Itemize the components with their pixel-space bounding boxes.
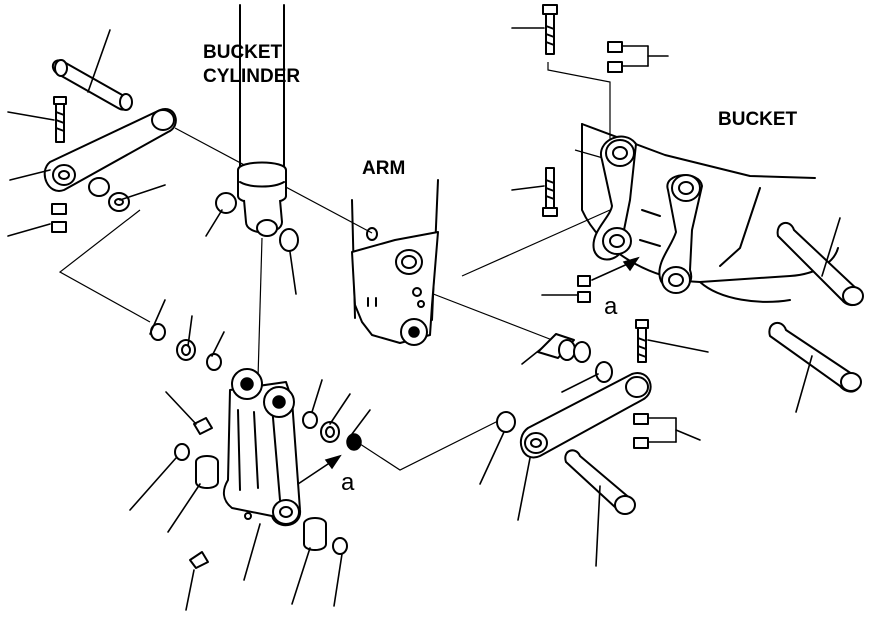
bucket [581,123,839,303]
arm [351,179,439,346]
label-bucket: BUCKET [718,109,798,130]
label-bucket-cylinder-line2: CYLINDER [203,66,300,87]
bucket-link [150,323,362,569]
label-arm: ARM [362,158,405,179]
label-mark-a-upper: a [604,293,618,320]
bucket-side-hardware [537,4,864,393]
label-mark-a-lower: a [341,469,355,496]
bucket-cylinder [237,4,287,237]
lower-right-link-group [496,319,652,515]
upper-left-link-group [43,59,299,252]
label-bucket-cylinder-line1: BUCKET [203,42,283,63]
arrow-markers [297,256,640,485]
leader-lines [7,27,841,611]
assembly-lines [58,62,611,471]
